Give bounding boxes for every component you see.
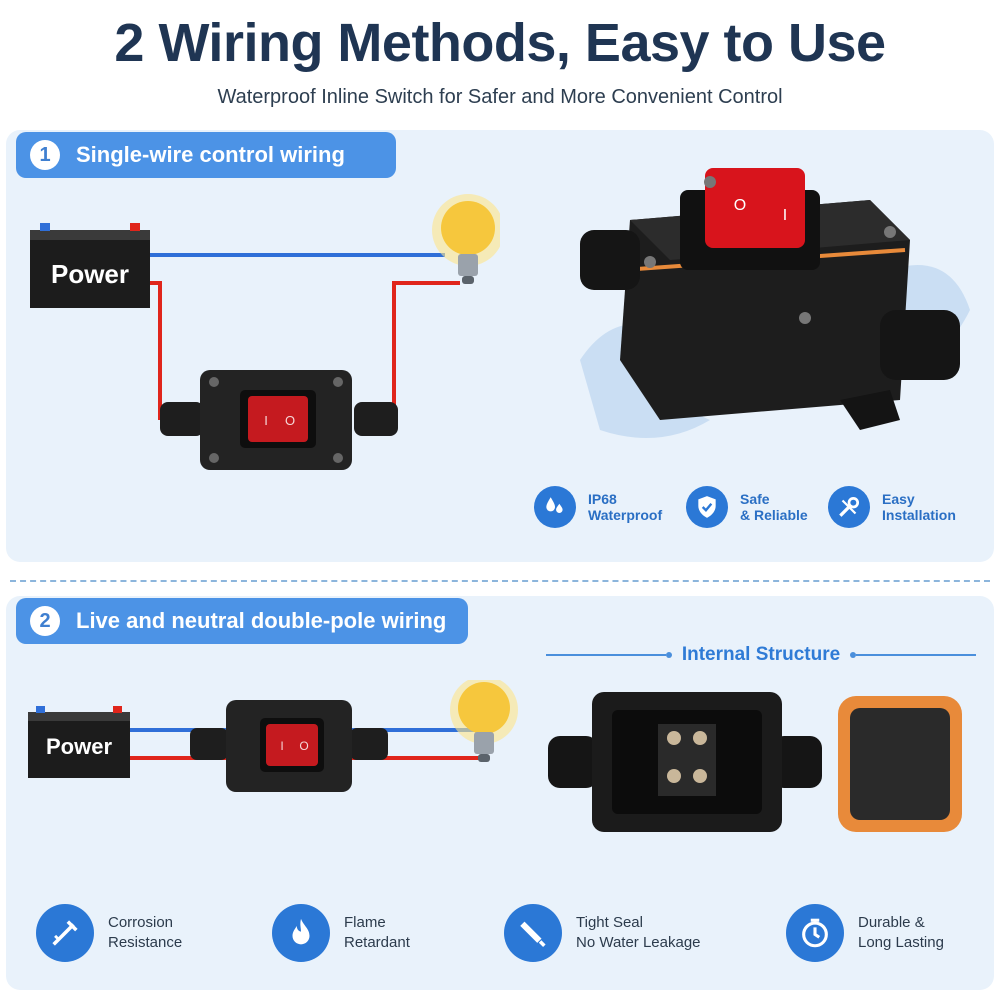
section-2-title: Live and neutral double-pole wiring [76, 608, 447, 633]
switch-product-image: O I [580, 168, 970, 438]
wrench-screwdriver-icon [828, 486, 870, 528]
svg-text:O: O [734, 197, 746, 214]
power-label-1: Power [51, 259, 129, 289]
svg-text:I: I [280, 739, 283, 753]
red-wire-left [150, 281, 170, 420]
feature-durable: Durable &Long Lasting [786, 904, 944, 962]
battery-icon: Power [30, 223, 150, 308]
seal-icon [504, 904, 562, 962]
shield-check-icon [686, 486, 728, 528]
power-label-2: Power [46, 734, 112, 759]
battery-icon: Power [28, 706, 130, 778]
red-wire-right [388, 281, 460, 420]
light-bulb-icon [450, 680, 518, 762]
section-divider [10, 580, 990, 582]
page-subtitle: Waterproof Inline Switch for Safer and M… [217, 86, 783, 108]
light-bulb-icon [432, 194, 500, 284]
double-pole-diagram: Power I O [28, 680, 518, 792]
section-1-number: 1 [30, 140, 60, 170]
page-title: 2 Wiring Methods, Easy to Use [114, 13, 886, 73]
svg-text:I: I [783, 207, 787, 224]
single-wire-diagram: Power I O [30, 194, 500, 470]
switch-on-mark: I [264, 413, 268, 428]
internal-structure-heading: Internal Structure [546, 642, 976, 668]
water-drops-icon [534, 486, 576, 528]
svg-text:O: O [299, 739, 308, 753]
section-1-header: 1 Single-wire control wiring [16, 132, 396, 178]
clock-icon [786, 904, 844, 962]
internal-structure-image [548, 692, 962, 832]
switch-off-mark: O [285, 413, 295, 428]
inline-switch-icon: I O [160, 370, 398, 470]
corrosion-icon [36, 904, 94, 962]
flame-icon [272, 904, 330, 962]
section-2-number: 2 [30, 606, 60, 636]
section-1-title: Single-wire control wiring [76, 142, 345, 167]
feature-safe: Safe& Reliable [686, 486, 808, 528]
inline-switch-icon: I O [190, 700, 388, 792]
section-2-header: 2 Live and neutral double-pole wiring [16, 598, 468, 644]
